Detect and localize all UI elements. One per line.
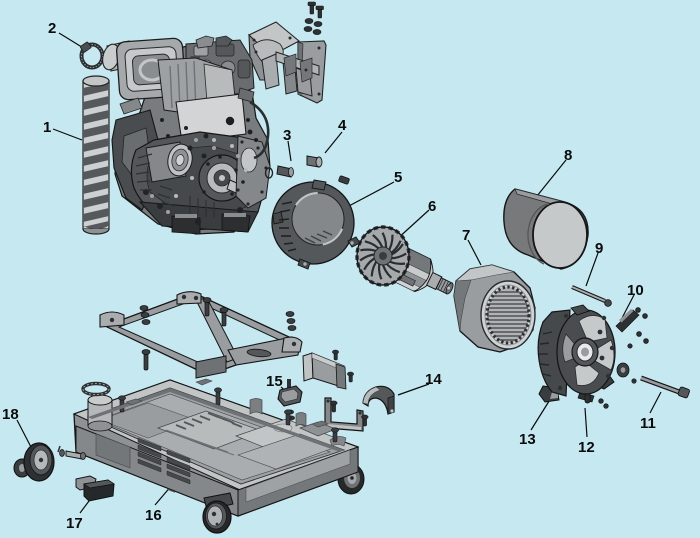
svg-text:1: 1 (43, 119, 51, 136)
svg-text:6: 6 (428, 198, 436, 215)
svg-text:10: 10 (627, 282, 644, 299)
svg-text:18: 18 (2, 406, 19, 423)
svg-text:3: 3 (283, 127, 291, 144)
svg-text:2: 2 (48, 20, 56, 37)
svg-text:17: 17 (66, 515, 83, 532)
svg-text:14: 14 (425, 371, 442, 388)
svg-text:15: 15 (266, 373, 283, 390)
svg-text:4: 4 (338, 117, 347, 134)
svg-text:12: 12 (578, 439, 595, 456)
svg-text:7: 7 (462, 227, 470, 244)
svg-text:5: 5 (394, 169, 402, 186)
svg-text:13: 13 (519, 431, 536, 448)
svg-text:8: 8 (564, 147, 572, 164)
svg-text:9: 9 (595, 240, 603, 257)
svg-text:11: 11 (640, 415, 656, 432)
svg-text:16: 16 (145, 507, 162, 524)
